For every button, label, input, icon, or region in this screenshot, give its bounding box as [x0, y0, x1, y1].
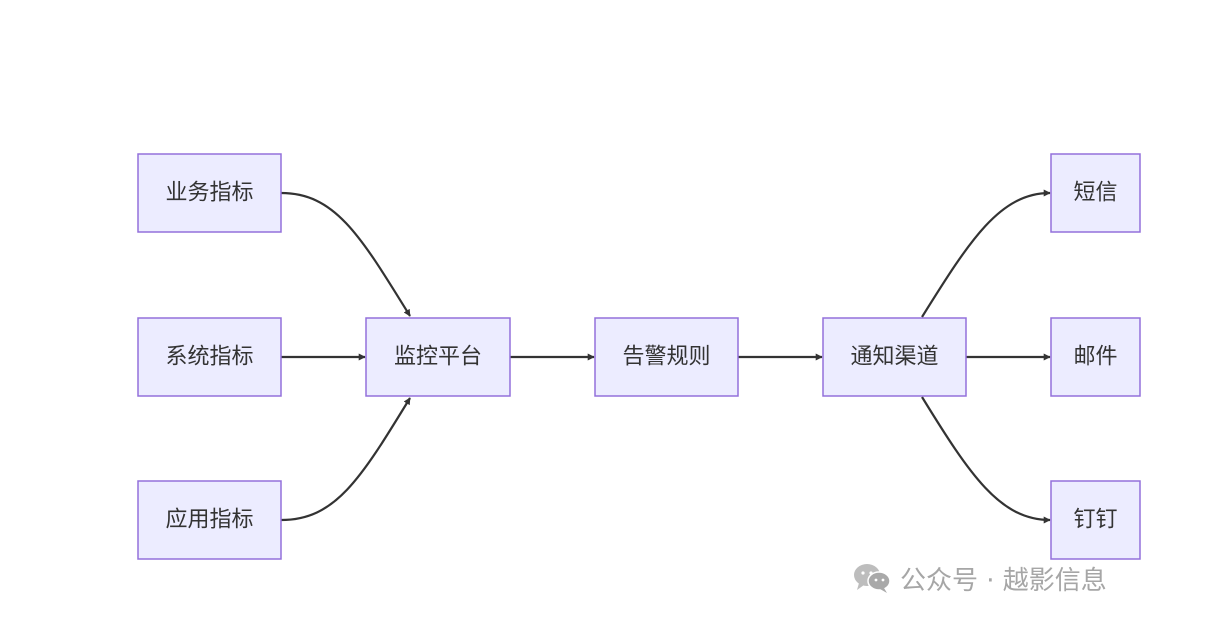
node-business-metrics: 业务指标 [137, 153, 282, 233]
edge-app-to-monitor [280, 397, 411, 522]
wechat-icon [854, 564, 891, 593]
node-label: 短信 [1073, 181, 1117, 206]
node-label: 应用指标 [165, 508, 253, 533]
watermark-text: 公众号 · 越影信息 [900, 565, 1107, 596]
node-alert-rules: 告警规则 [594, 317, 739, 397]
node-label: 系统指标 [165, 345, 253, 370]
node-application-metrics: 应用指标 [137, 480, 282, 560]
node-label: 通知渠道 [850, 345, 938, 370]
node-label: 邮件 [1073, 345, 1117, 370]
node-notification-channels: 通知渠道 [822, 317, 967, 397]
watermark: 公众号 · 越影信息 [852, 556, 1107, 600]
node-system-metrics: 系统指标 [137, 317, 282, 397]
node-label: 钉钉 [1073, 508, 1117, 533]
node-monitoring-platform: 监控平台 [365, 317, 511, 397]
node-label: 监控平台 [394, 345, 482, 370]
node-email: 邮件 [1050, 317, 1141, 397]
node-label: 告警规则 [622, 345, 710, 370]
node-sms: 短信 [1050, 153, 1141, 233]
edge-channels-to-sms [921, 189, 1051, 318]
node-label: 业务指标 [165, 181, 253, 206]
edge-channels-to-dingtalk [921, 396, 1051, 524]
node-dingtalk: 钉钉 [1050, 480, 1141, 560]
edge-biz-to-monitor [280, 191, 411, 317]
